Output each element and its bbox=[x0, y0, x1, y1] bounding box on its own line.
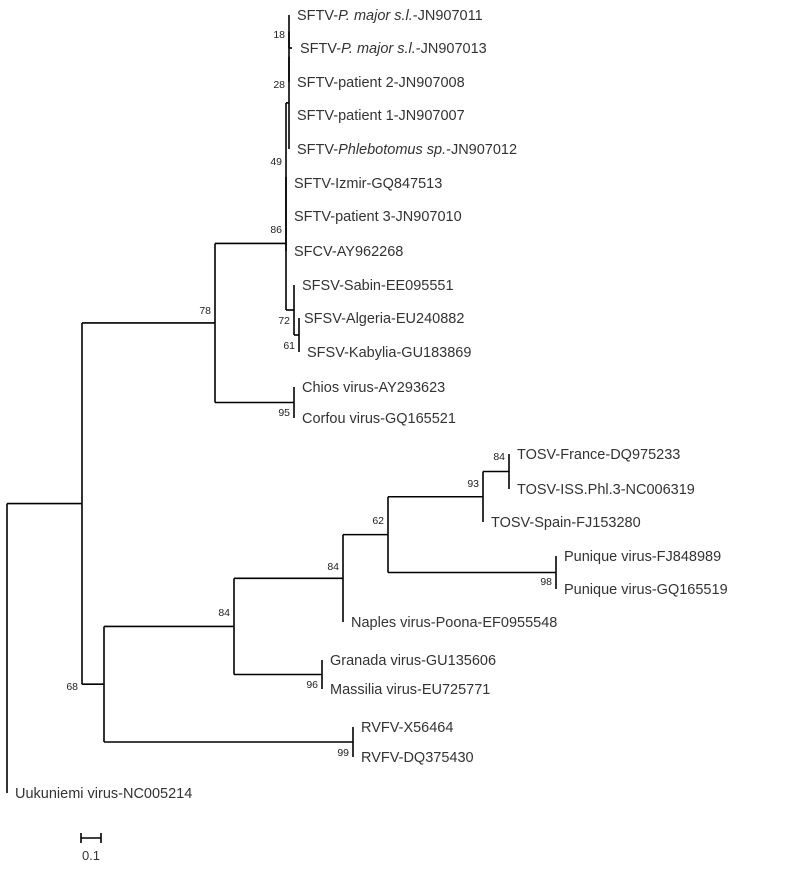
bootstrap-value: 78 bbox=[199, 305, 211, 317]
leaf-label-part: SFTV- bbox=[297, 8, 338, 24]
leaf-label-part: -JN907012 bbox=[446, 142, 517, 158]
bootstrap-value: 93 bbox=[467, 478, 479, 490]
leaf-label: SFTV-Izmir-GQ847513 bbox=[294, 176, 442, 192]
leaf-label-part: SFTV- bbox=[300, 41, 341, 57]
leaf-label-part: RVFV-DQ375430 bbox=[361, 750, 474, 766]
leaf-label-part: SFTV-patient 3-JN907010 bbox=[294, 209, 462, 225]
leaf-label-part: SFTV-patient 2-JN907008 bbox=[297, 75, 465, 91]
bootstrap-value: 72 bbox=[278, 315, 290, 327]
leaf-label: RVFV-DQ375430 bbox=[361, 750, 474, 766]
leaf-label-part: SFTV- bbox=[297, 142, 338, 158]
leaf-label-part: -JN907011 bbox=[413, 8, 483, 24]
bootstrap-value: 98 bbox=[540, 576, 552, 588]
bootstrap-value: 18 bbox=[273, 29, 285, 41]
leaf-label: SFCV-AY962268 bbox=[294, 244, 403, 260]
leaf-label-part: TOSV-France-DQ975233 bbox=[517, 447, 680, 463]
leaf-label-part: Chios virus-AY293623 bbox=[302, 380, 445, 396]
leaf-label: SFSV-Algeria-EU240882 bbox=[304, 311, 464, 327]
leaf-label: TOSV-Spain-FJ153280 bbox=[491, 515, 641, 531]
leaf-label: SFTV-patient 2-JN907008 bbox=[297, 75, 465, 91]
leaf-label-part: SFTV-patient 1-JN907007 bbox=[297, 108, 465, 124]
leaf-label-part: RVFV-X56464 bbox=[361, 720, 453, 736]
bootstrap-value: 84 bbox=[327, 561, 339, 573]
leaf-label: Uukuniemi virus-NC005214 bbox=[15, 786, 192, 802]
leaf-label: SFTV-P. major s.l.-JN907011 bbox=[297, 8, 483, 24]
bootstrap-value: 68 bbox=[66, 681, 78, 693]
leaf-label: Punique virus-GQ165519 bbox=[564, 582, 728, 598]
leaf-label: Corfou virus-GQ165521 bbox=[302, 411, 456, 427]
leaf-label-part: Punique virus-GQ165519 bbox=[564, 582, 728, 598]
leaf-label: SFTV-patient 1-JN907007 bbox=[297, 108, 465, 124]
leaf-label-part: Corfou virus-GQ165521 bbox=[302, 411, 456, 427]
leaf-label: RVFV-X56464 bbox=[361, 720, 453, 736]
bootstrap-value: 61 bbox=[283, 340, 295, 352]
leaf-label-part: P. major s.l. bbox=[338, 8, 413, 24]
leaf-label-part: SFSV-Algeria-EU240882 bbox=[304, 311, 464, 327]
bootstrap-value: 28 bbox=[273, 79, 285, 91]
leaf-label-part: Granada virus-GU135606 bbox=[330, 653, 496, 669]
leaf-label: SFTV-patient 3-JN907010 bbox=[294, 209, 462, 225]
scale-bar-label: 0.1 bbox=[82, 848, 100, 863]
leaf-label: Chios virus-AY293623 bbox=[302, 380, 445, 396]
leaf-label-part: Punique virus-FJ848989 bbox=[564, 549, 721, 565]
bootstrap-value: 86 bbox=[270, 224, 282, 236]
bootstrap-value: 96 bbox=[306, 679, 318, 691]
leaf-label-part: SFSV-Kabylia-GU183869 bbox=[307, 345, 471, 361]
leaf-label-part: SFCV-AY962268 bbox=[294, 244, 403, 260]
leaf-label-part: Uukuniemi virus-NC005214 bbox=[15, 786, 192, 802]
leaf-label: TOSV-France-DQ975233 bbox=[517, 447, 680, 463]
bootstrap-value: 95 bbox=[278, 407, 290, 419]
leaf-label: SFTV-Phlebotomus sp.-JN907012 bbox=[297, 142, 517, 158]
bootstrap-value: 84 bbox=[218, 607, 230, 619]
leaf-label: Granada virus-GU135606 bbox=[330, 653, 496, 669]
leaf-label-part: TOSV-Spain-FJ153280 bbox=[491, 515, 641, 531]
bootstrap-value: 62 bbox=[372, 515, 384, 527]
bootstrap-value: 49 bbox=[270, 156, 282, 168]
leaf-label: Punique virus-FJ848989 bbox=[564, 549, 721, 565]
leaf-label-part: SFSV-Sabin-EE095551 bbox=[302, 278, 454, 294]
leaf-label: TOSV-ISS.Phl.3-NC006319 bbox=[517, 482, 695, 498]
leaf-label: SFTV-P. major s.l.-JN907013 bbox=[300, 41, 487, 57]
leaf-label: Massilia virus-EU725771 bbox=[330, 682, 490, 698]
leaf-label: SFSV-Sabin-EE095551 bbox=[302, 278, 454, 294]
bootstrap-value: 99 bbox=[337, 747, 349, 759]
leaf-label-part: -JN907013 bbox=[416, 41, 487, 57]
leaf-label: Naples virus-Poona-EF0955548 bbox=[351, 615, 557, 631]
leaf-label: SFSV-Kabylia-GU183869 bbox=[307, 345, 471, 361]
leaf-label-part: SFTV-Izmir-GQ847513 bbox=[294, 176, 442, 192]
leaf-label-part: P. major s.l. bbox=[341, 41, 416, 57]
leaf-label-part: Phlebotomus sp. bbox=[338, 142, 446, 158]
leaf-label-part: TOSV-ISS.Phl.3-NC006319 bbox=[517, 482, 695, 498]
bootstrap-value: 84 bbox=[493, 451, 505, 463]
leaf-label-part: Massilia virus-EU725771 bbox=[330, 682, 490, 698]
leaf-label-part: Naples virus-Poona-EF0955548 bbox=[351, 615, 557, 631]
